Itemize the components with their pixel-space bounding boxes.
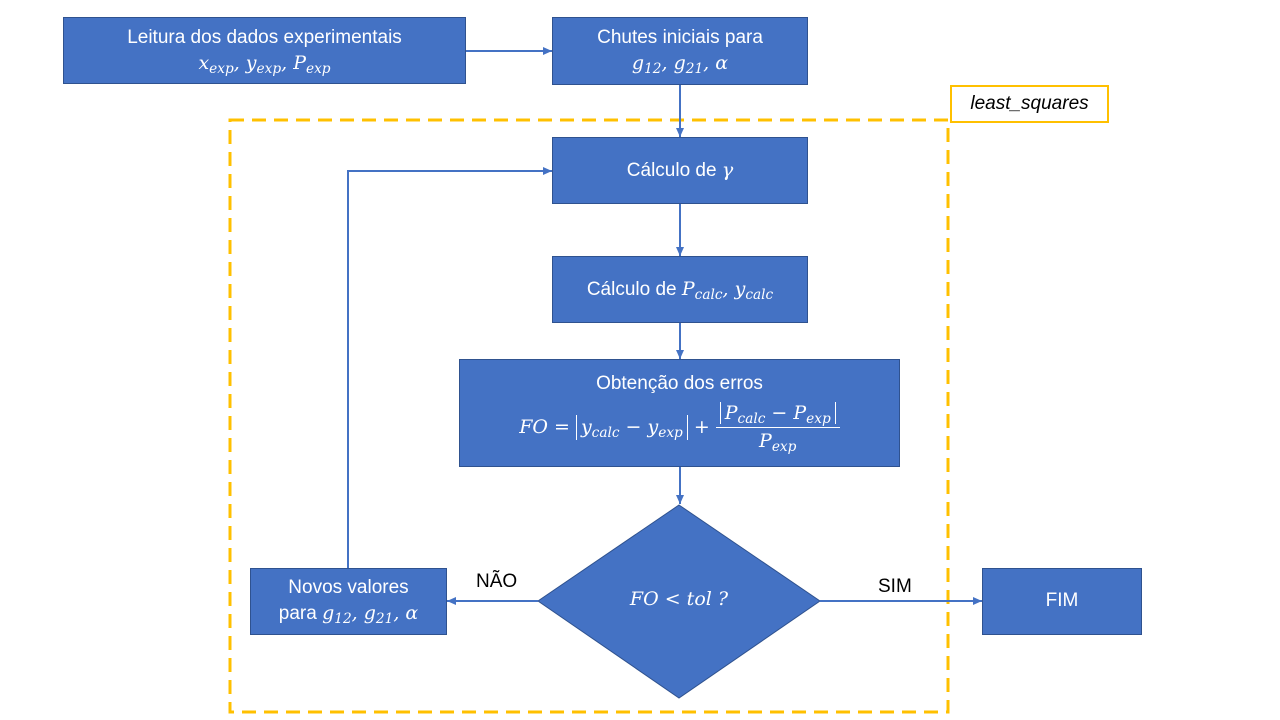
error-calc-box[interactable]: Obtenção dos erros FO= ycalc − yexp + Pc…	[459, 359, 900, 467]
least-squares-label: least_squares	[950, 85, 1109, 123]
initial-guess-title: Chutes iniciais para	[597, 27, 763, 49]
initial-guess-box[interactable]: Chutes iniciais para g12, g21, α	[552, 17, 808, 85]
read-data-variables: xexp, yexp, Pexp	[198, 51, 331, 77]
end-box[interactable]: FIM	[982, 568, 1142, 635]
read-data-box[interactable]: Leitura dos dados experimentais xexp, ye…	[63, 17, 466, 84]
pcalc-p-symbol: P	[681, 277, 695, 300]
pcalc-y-sub: calc	[745, 286, 774, 303]
gamma-calc-text: Cálculo de γ	[627, 158, 733, 184]
decision-text: FO < tol ?	[629, 588, 729, 610]
objective-function-formula: FO= ycalc − yexp + Pcalc − Pexp Pexp	[519, 401, 840, 454]
pcalc-variables: Pcalc, ycalc	[681, 277, 774, 303]
new-values-box[interactable]: Novos valores para g12, g21, α	[250, 568, 447, 635]
new-values-variables: g12, g21, α	[322, 602, 419, 627]
pcalc-label: Cálculo de	[586, 278, 677, 300]
new-values-line1: Novos valores	[288, 577, 409, 599]
initial-guess-variables: g12, g21, α	[631, 52, 729, 77]
error-calc-title: Obtenção dos erros	[596, 373, 763, 395]
least-squares-group-border	[228, 118, 950, 714]
no-branch-label: NÃO	[476, 571, 518, 592]
new-values-line2: para g12, g21, α	[279, 601, 418, 627]
decision-diamond	[537, 504, 821, 699]
pcalc-box[interactable]: Cálculo de Pcalc, ycalc	[552, 256, 808, 323]
end-text: FIM	[1045, 590, 1079, 612]
gamma-symbol: γ	[721, 158, 734, 181]
gamma-calc-box[interactable]: Cálculo de γ	[552, 137, 808, 204]
pcalc-y-symbol: y	[734, 277, 746, 300]
pcalc-p-sub: calc	[694, 286, 723, 303]
pcalc-text: Cálculo de Pcalc, ycalc	[587, 277, 773, 303]
least-squares-label-text: least_squares	[970, 93, 1089, 114]
arrow-loop-to-gamma	[347, 167, 552, 568]
new-values-prefix: para	[278, 603, 317, 624]
gamma-calc-label: Cálculo de	[626, 159, 717, 181]
yes-branch-label: SIM	[878, 576, 912, 597]
read-data-title: Leitura dos dados experimentais	[127, 26, 402, 48]
